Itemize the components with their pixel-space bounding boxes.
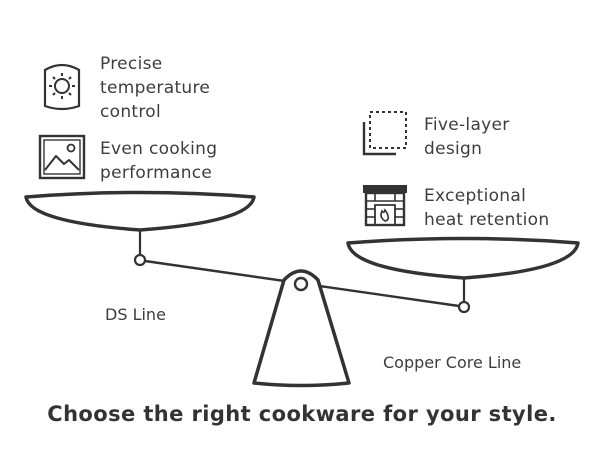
fulcrum-hole (293, 276, 309, 292)
feature-label-precise-temperature: Precise temperature control (100, 54, 211, 122)
left-pan-label: DS Line (105, 305, 166, 324)
right-pivot (457, 300, 471, 314)
feature-label-even-cooking: Even cooking performance (100, 139, 218, 183)
landscape-image-icon (38, 134, 86, 180)
right-pan (346, 236, 580, 280)
layered-square-icon (362, 111, 407, 156)
right-pan-label: Copper Core Line (383, 353, 522, 372)
feature-label-heat-retention: Exceptional heat retention (424, 186, 550, 230)
feature-label-five-layer: Five-layer design (424, 115, 510, 159)
thermostat-icon (43, 63, 81, 111)
diagram-caption: Choose the right cookware for your style… (47, 402, 557, 426)
left-pan (24, 190, 256, 232)
fulcrum-stand (252, 269, 351, 388)
fireplace-icon (363, 185, 407, 227)
left-pivot (133, 253, 147, 267)
